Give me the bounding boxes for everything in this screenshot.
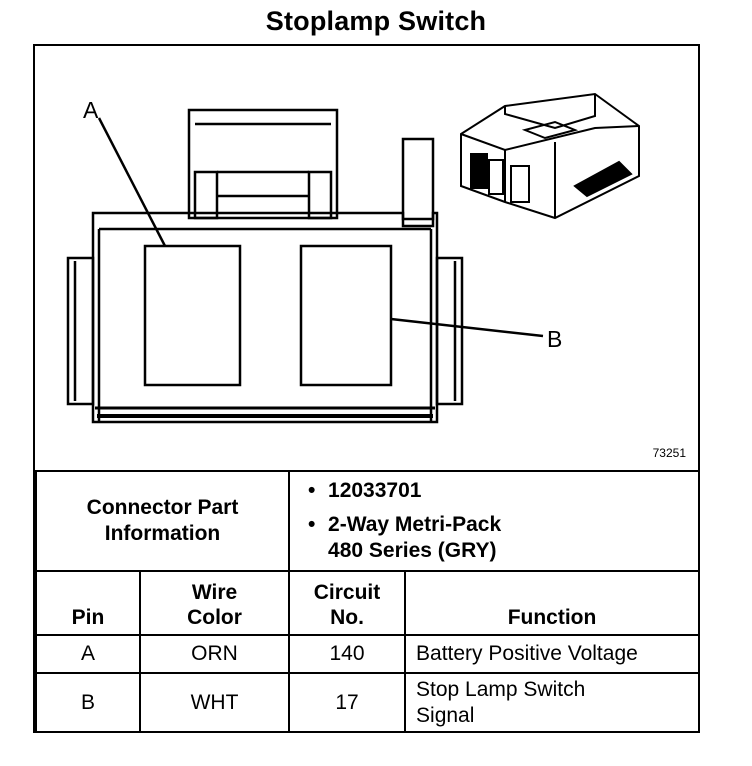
connector-post — [401, 137, 435, 221]
circuit-cell: 17 — [288, 672, 407, 733]
pinout-table: Connector Part Information •12033701 •2-… — [34, 470, 701, 733]
pin-cell: B — [35, 672, 141, 733]
wire-color-cell: WHT — [138, 672, 291, 733]
connector-part-info-label: Connector Part Information — [34, 470, 291, 572]
connector-latch — [187, 108, 339, 220]
wire-color-cell: ORN — [138, 634, 291, 674]
diagram-title: Stoplamp Switch — [265, 6, 487, 36]
diagram-frame: A B 73251 Connector Part Infor — [33, 44, 701, 733]
part-number: •12033701 — [308, 479, 422, 502]
connector-part-info: •12033701 •2-Way Metri-Pack 480 Series (… — [288, 470, 701, 572]
header-pin: Pin — [35, 570, 141, 636]
connector-3d-view — [460, 92, 640, 220]
connector-info-row: Connector Part Information •12033701 •2-… — [34, 470, 701, 572]
connector-body — [91, 211, 439, 424]
circuit-cell: 140 — [288, 634, 407, 674]
callout-b-label: B — [547, 326, 562, 352]
connector-illustration: A B — [66, 92, 640, 424]
connector-description: •2-Way Metri-Pack — [308, 513, 502, 536]
cavity-a — [143, 244, 242, 387]
figure-id: 73251 — [652, 446, 686, 460]
pin-cell: A — [35, 634, 141, 674]
function-cell: Battery Positive Voltage — [404, 634, 701, 674]
connector-series: 480 Series (GRY) — [328, 539, 497, 562]
callout-a-label: A — [83, 97, 99, 123]
header-function: Function — [404, 570, 701, 636]
connector-drawing: A B 73251 — [35, 46, 698, 471]
cavity-b — [299, 244, 393, 387]
table-row: A ORN 140 Battery Positive Voltage — [35, 634, 701, 674]
